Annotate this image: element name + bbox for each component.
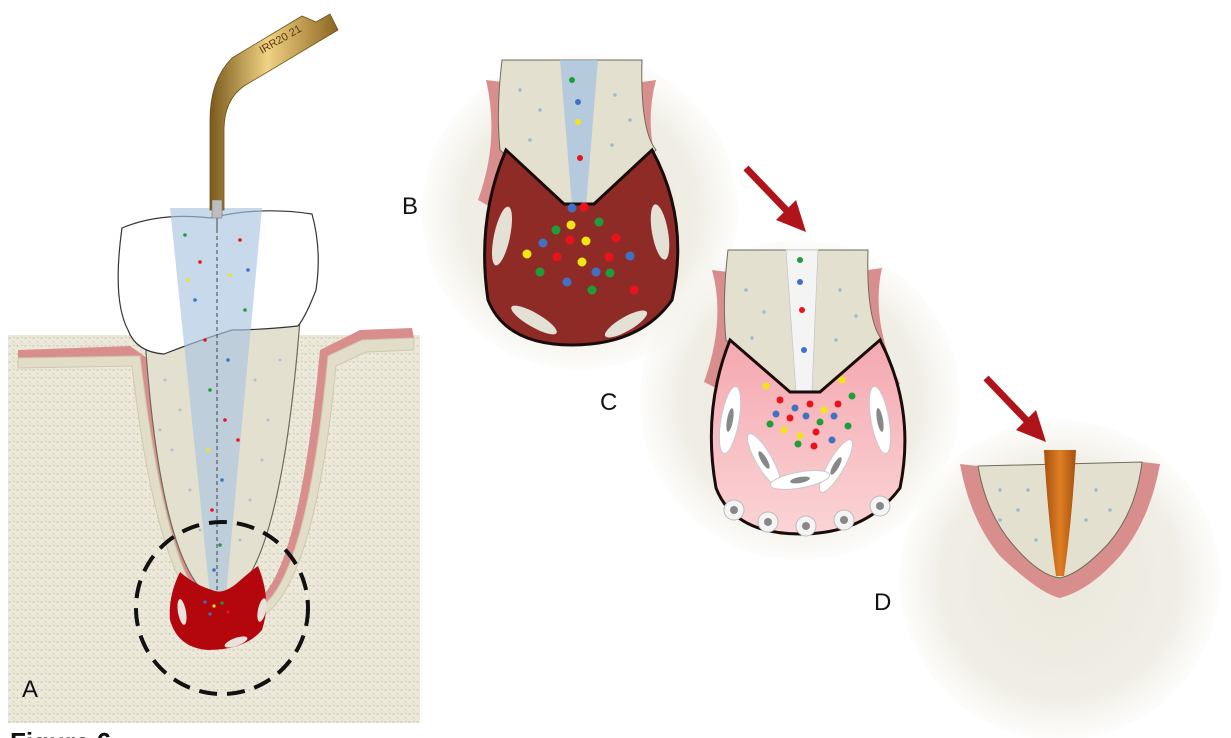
arrow-b-to-c (746, 168, 806, 232)
panel-a: IRR20 21 (8, 14, 420, 723)
panel-label-b: B (402, 193, 418, 220)
panel-c (640, 240, 960, 560)
panel-label-c: C (600, 389, 617, 416)
figure-caption: Figure 6 (10, 727, 111, 738)
panel-d (900, 420, 1220, 738)
panel-label-d: D (874, 589, 891, 616)
panel-label-a: A (22, 676, 38, 703)
irrigation-needle-instrument: IRR20 21 (210, 14, 338, 232)
